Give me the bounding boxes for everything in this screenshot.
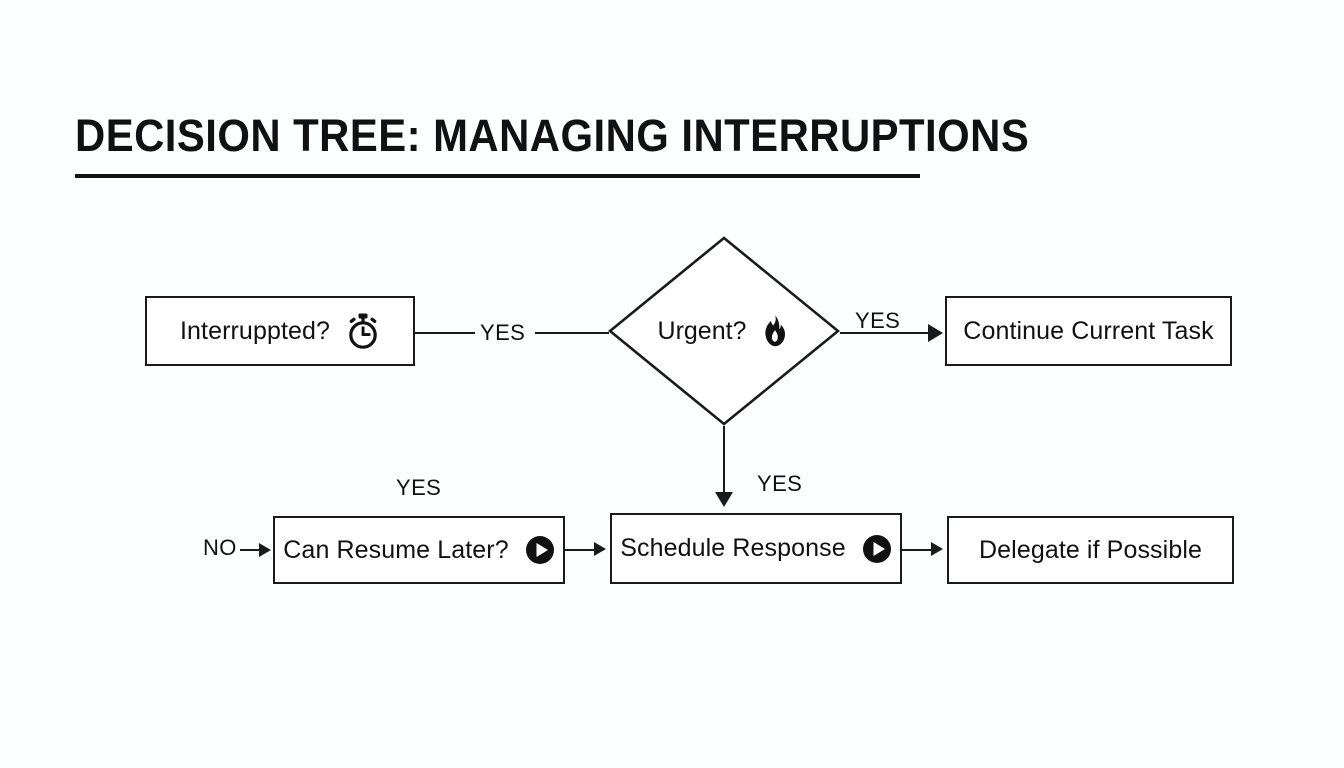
edge-schedule-to-delegate-line (902, 549, 934, 551)
play-circle-icon (525, 535, 555, 565)
node-schedule-label: Schedule Response (620, 534, 846, 562)
edge-label-no-to-resume: NO (203, 535, 237, 560)
floating-label-yes-above-resume: YES (396, 475, 442, 500)
edge-no-to-resume-line (240, 549, 262, 551)
node-urgent[interactable]: Urgent? (608, 236, 840, 426)
edge-urgent-to-continue-arrowhead (928, 324, 943, 342)
node-urgent-label: Urgent? (657, 316, 747, 345)
edge-resume-to-schedule-arrowhead (594, 542, 606, 556)
node-can-resume-later[interactable]: Can Resume Later? (273, 516, 565, 584)
node-resume-label: Can Resume Later? (283, 535, 509, 564)
node-interrupted-label: Interruppted? (179, 316, 331, 345)
node-delegate-label: Delegate if Possible (979, 535, 1202, 564)
node-continue-current-task[interactable]: Continue Current Task (945, 296, 1232, 366)
edge-urgent-to-continue-line (840, 332, 930, 334)
edge-interrupted-to-urgent-right-segment (535, 332, 609, 334)
edge-urgent-to-schedule-arrowhead (715, 492, 733, 507)
page-title: DECISION TREE: MANAGING INTERRUPTIONS (75, 110, 1030, 161)
edge-no-to-resume-arrowhead (259, 543, 271, 557)
flame-icon (760, 314, 790, 348)
edge-resume-to-schedule-line (565, 549, 597, 551)
node-interrupted[interactable]: Interruppted? (145, 296, 415, 366)
edge-label-yes-interrupted-urgent: YES (480, 320, 526, 345)
node-schedule-response[interactable]: Schedule Response (610, 513, 902, 584)
edge-schedule-to-delegate-arrowhead (931, 542, 943, 556)
edge-label-yes-urgent-continue: YES (855, 308, 901, 333)
edge-interrupted-to-urgent-left-segment (415, 332, 475, 334)
edge-urgent-to-schedule-line (723, 426, 725, 496)
title-underline-rule (75, 174, 920, 178)
title-block: DECISION TREE: MANAGING INTERRUPTIONS (75, 108, 1030, 178)
play-circle-icon (862, 534, 892, 564)
node-urgent-content: Urgent? (608, 236, 840, 426)
node-delegate-if-possible[interactable]: Delegate if Possible (947, 516, 1234, 584)
node-continue-label: Continue Current Task (963, 316, 1214, 345)
diamond-outline (608, 236, 840, 426)
edge-label-yes-urgent-schedule: YES (757, 471, 803, 496)
stopwatch-icon (346, 313, 380, 349)
